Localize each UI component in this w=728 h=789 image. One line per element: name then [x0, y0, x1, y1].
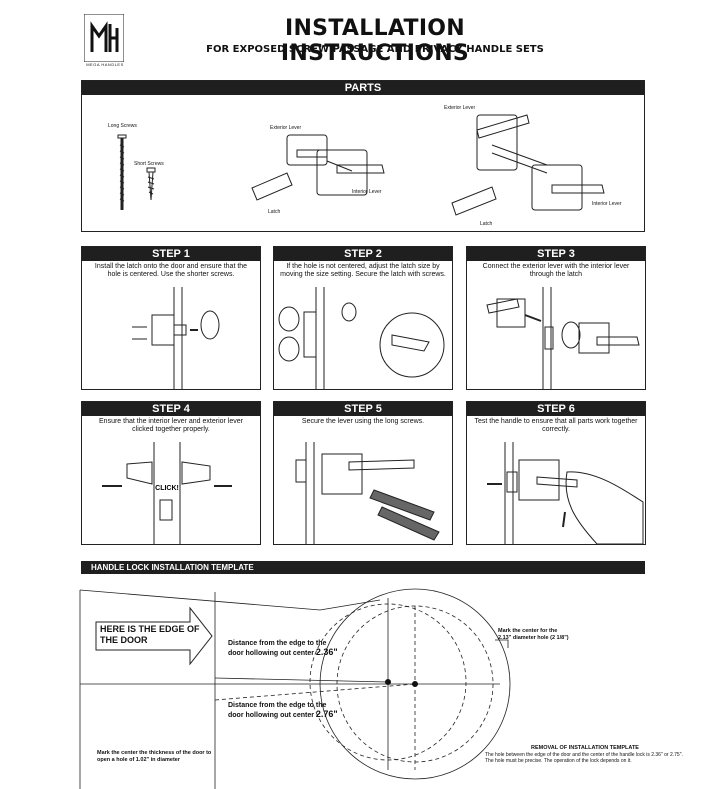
step-5-title: STEP 5 — [274, 402, 452, 416]
edge-of-door-label: HERE IS THE EDGE OF THE DOOR — [100, 624, 200, 645]
step-3-illustration — [486, 287, 640, 389]
removal-text: The hole between the edge of the door an… — [485, 751, 683, 765]
distance-1-note: Distance from the edge to the door hollo… — [228, 640, 338, 658]
step-1-title: STEP 1 — [82, 247, 260, 261]
step-3-text: Connect the exterior lever with the inte… — [482, 263, 630, 278]
distance-2-value: 2.76" — [315, 709, 338, 719]
step-1-text: Install the latch onto the door and ensu… — [94, 263, 248, 278]
step-2-box: STEP 2 If the hole is not centered, adju… — [273, 246, 453, 390]
step-1-illustration — [132, 287, 220, 389]
lever-set-1-icon — [251, 134, 385, 201]
label-interior-lever-1: Interior Lever — [352, 189, 382, 195]
step-4-box: STEP 4 Ensure that the interior lever an… — [81, 401, 261, 545]
step-5-box: STEP 5 Secure the lever using the long s… — [273, 401, 453, 545]
click-label: CLICK! — [155, 485, 179, 492]
step-2-text: If the hole is not centered, adjust the … — [280, 263, 446, 278]
center-mark-note: Mark the center for the 2.13" diameter h… — [498, 628, 569, 641]
step-3-box: STEP 3 Connect the exterior lever with t… — [466, 246, 646, 390]
step-6-title: STEP 6 — [467, 402, 645, 416]
removal-note: REMOVAL OF INSTALLATION TEMPLATE The hol… — [485, 745, 685, 765]
distance-2-note: Distance from the edge to the door hollo… — [228, 702, 338, 720]
label-latch-2: Latch — [480, 221, 493, 227]
step-4-illustration: CLICK! — [102, 442, 232, 544]
step-6-text: Test the handle to ensure that all parts… — [474, 418, 638, 433]
step-2-title: STEP 2 — [274, 247, 452, 261]
installation-template-diagram — [79, 588, 511, 789]
page-title: INSTALLATION INSTRUCTIONS — [280, 16, 470, 66]
lever-set-2-icon — [451, 114, 605, 216]
long-screw-icon — [117, 134, 127, 210]
step-3-title: STEP 3 — [467, 247, 645, 261]
step-2-illustration — [278, 287, 445, 389]
mega-handles-logo — [84, 14, 124, 62]
template-title: HANDLE LOCK INSTALLATION TEMPLATE — [81, 561, 645, 574]
step-5-text: Secure the lever using the long screws. — [301, 418, 425, 425]
step-5-illustration — [295, 442, 440, 544]
label-latch-1: Latch — [268, 209, 281, 215]
page-subtitle: FOR EXPOSED SCREW PASSAGE AND PRIVACY HA… — [206, 44, 544, 55]
removal-title: REMOVAL OF INSTALLATION TEMPLATE — [531, 745, 639, 751]
label-interior-lever-2: Interior Lever — [592, 201, 622, 207]
step-1-box: STEP 1 Install the latch onto the door a… — [81, 246, 261, 390]
step-4-title: STEP 4 — [82, 402, 260, 416]
short-screw-icon — [146, 167, 156, 201]
parts-illustration — [117, 114, 605, 216]
parts-title: PARTS — [82, 81, 644, 95]
label-long-screws: Long Screws — [108, 123, 137, 129]
parts-section: PARTS — [81, 80, 645, 232]
step-6-illustration — [487, 442, 644, 544]
distance-1-value: 2.36" — [315, 647, 338, 657]
step-4-text: Ensure that the interior lever and exter… — [99, 418, 243, 433]
label-exterior-lever-2: Exterior Lever — [444, 105, 476, 111]
label-exterior-lever-1: Exterior Lever — [270, 125, 302, 131]
edge-arrow-icon — [95, 606, 213, 666]
label-short-screws: Short Screws — [134, 161, 164, 167]
step-6-box: STEP 6 Test the handle to ensure that al… — [466, 401, 646, 545]
thickness-note: Mark the center the thickness of the doo… — [97, 750, 212, 763]
distance-1-text: Distance from the edge to the door hollo… — [228, 640, 327, 657]
distance-2-text: Distance from the edge to the door hollo… — [228, 702, 327, 719]
logo-text: MEGA HANDLES — [86, 62, 124, 67]
